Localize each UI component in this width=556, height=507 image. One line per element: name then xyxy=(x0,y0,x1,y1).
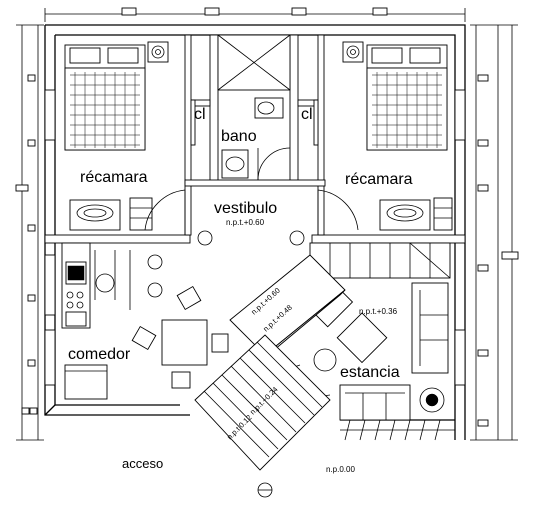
dining-table xyxy=(161,319,208,366)
coffee-table xyxy=(336,312,388,364)
dimension-lines xyxy=(15,7,519,441)
label-closet-left: cl xyxy=(194,106,206,123)
fridge xyxy=(64,364,108,400)
vestibule-doors xyxy=(144,189,359,246)
label-right-bedroom: récamara xyxy=(345,171,413,188)
label-living: estancia xyxy=(340,364,400,381)
level-ground: n.p.0.00 xyxy=(326,465,355,474)
person-figure xyxy=(313,348,337,372)
sofa-right xyxy=(411,282,449,374)
entrance-stairs xyxy=(194,334,331,498)
label-entry: acceso xyxy=(122,456,163,471)
living-area xyxy=(302,276,455,441)
label-bath: bano xyxy=(221,128,257,145)
plant xyxy=(419,387,445,413)
bathroom xyxy=(217,34,291,181)
label-closet-right: cl xyxy=(301,106,313,123)
bed-grid-right xyxy=(372,72,442,148)
level-hall: n.p.t.+0.60 xyxy=(226,218,265,227)
bed-grid-left xyxy=(70,72,140,148)
stair-upper xyxy=(309,242,451,279)
dining-set xyxy=(131,285,229,389)
sofa-bottom xyxy=(339,384,411,421)
entrance-ramp xyxy=(229,254,346,416)
toilet xyxy=(254,97,284,119)
right-bedroom xyxy=(342,41,453,231)
left-bedroom xyxy=(64,41,169,231)
label-hall: vestibulo xyxy=(214,200,277,217)
ramp-steps xyxy=(340,419,455,441)
nightstand-lamp-left xyxy=(147,41,169,63)
level-living: n.p.t.+0.36 xyxy=(359,307,398,316)
closet-doors xyxy=(190,99,319,146)
label-left-bedroom: récamara xyxy=(80,169,148,186)
kitchen xyxy=(61,242,163,400)
label-dining: comedor xyxy=(68,346,131,363)
nightstand-lamp-right xyxy=(342,41,364,63)
